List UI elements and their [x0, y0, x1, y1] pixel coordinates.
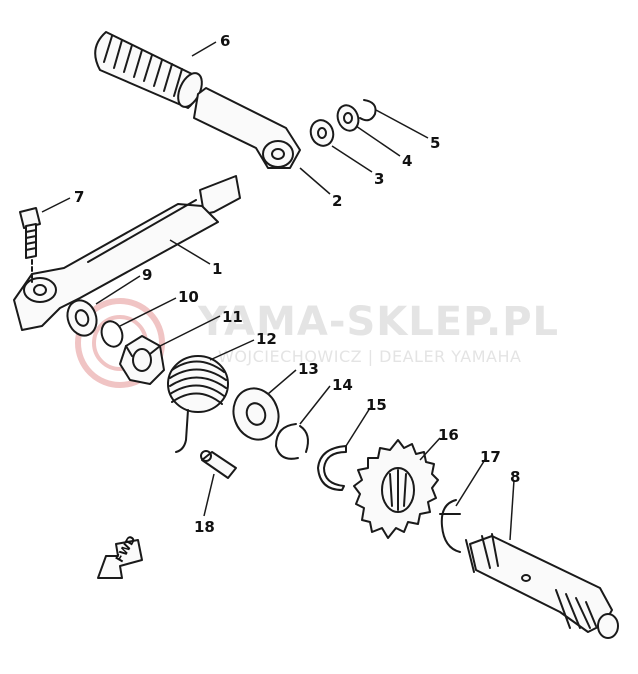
kick-spring-part	[167, 355, 229, 453]
label-part-6: 6	[220, 32, 230, 50]
label-part-7: 7	[74, 188, 84, 206]
label-part-5: 5	[430, 134, 440, 152]
label-part-12: 12	[256, 330, 277, 348]
washer-part	[336, 104, 360, 132]
kick-grip-part	[94, 31, 203, 109]
label-part-3: 3	[374, 170, 384, 188]
collar-part	[309, 119, 335, 147]
label-part-16: 16	[438, 426, 459, 444]
pin-part	[200, 450, 237, 479]
bolt-part	[19, 207, 41, 283]
label-part-1: 1	[212, 260, 222, 278]
circlip-14-part	[275, 423, 309, 460]
kick-crank-boss-part	[193, 87, 301, 169]
friction-clip-part	[439, 499, 461, 553]
part-number-labels: 6 2 3 4 5 7 1 9 10 11 12 13 14 15 16 17 …	[74, 32, 520, 536]
label-part-11: 11	[222, 308, 243, 326]
label-part-18: 18	[194, 518, 215, 536]
label-part-15: 15	[366, 396, 387, 414]
label-part-10: 10	[178, 288, 199, 306]
circlip-part	[359, 99, 377, 122]
ratchet-part	[119, 335, 165, 385]
clip-part	[317, 445, 347, 491]
watermark-brand: YAMA-SKLEP.PL	[197, 299, 559, 345]
kick-crank-part	[13, 175, 241, 331]
watermark-logo	[75, 298, 165, 388]
label-part-17: 17	[480, 448, 501, 466]
watermark: YAMA-SKLEP.PL WOJCIECHOWICZ | DEALER YAM…	[75, 298, 559, 388]
kick-axle-part	[465, 533, 619, 639]
label-part-13: 13	[298, 360, 319, 378]
label-part-8: 8	[510, 468, 520, 486]
label-part-2: 2	[332, 192, 342, 210]
label-part-14: 14	[332, 376, 353, 394]
fwd-direction-marker: FWD	[97, 533, 143, 579]
spring-guide-part	[232, 387, 280, 441]
ring-part	[100, 320, 124, 348]
watermark-tagline: WOJCIECHOWICZ | DEALER YAMAHA	[218, 347, 521, 366]
label-part-4: 4	[402, 152, 412, 170]
kick-gear-part	[353, 439, 439, 539]
label-part-9: 9	[142, 266, 152, 284]
leader-lines	[41, 41, 515, 541]
oil-seal-part	[66, 299, 98, 337]
